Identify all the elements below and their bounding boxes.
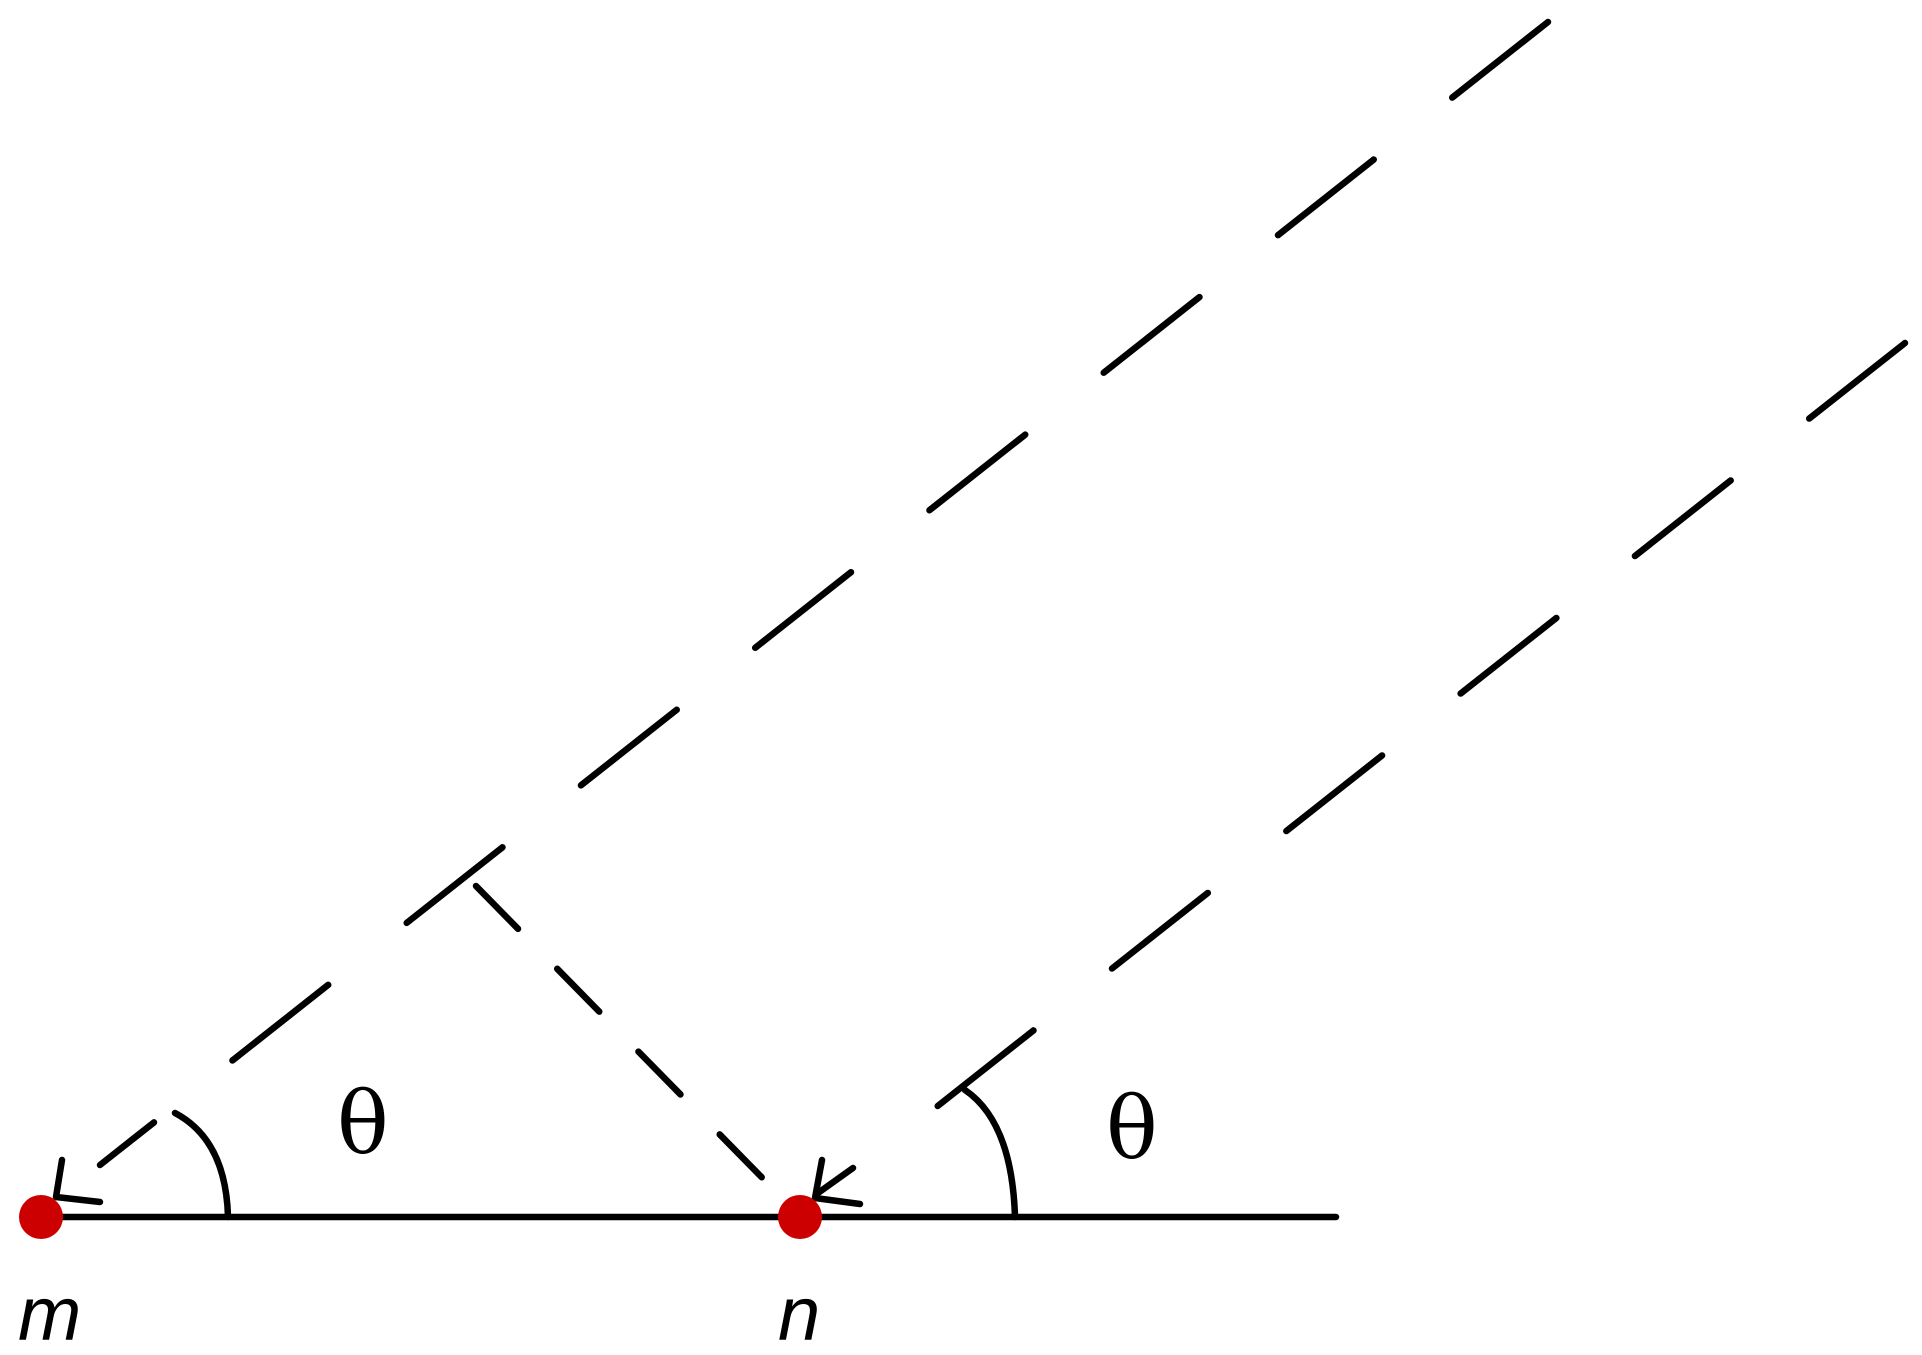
incident-ray-m [96, 18, 1552, 1169]
arrowhead-n [811, 1156, 864, 1208]
angle-label-m: θ [337, 1074, 389, 1174]
angle-arc-n [961, 1086, 1019, 1221]
angle-arc-m [171, 1109, 232, 1221]
point-label-m: m [18, 1272, 81, 1355]
point-n-dot [778, 1195, 822, 1239]
angle-label-n: θ [1106, 1079, 1158, 1179]
incident-ray-n [902, 339, 1909, 1135]
arrowhead-m [52, 1156, 104, 1206]
perpendicular-arrowhead [814, 1164, 857, 1197]
point-m-dot [19, 1195, 63, 1239]
point-label-n: n [778, 1272, 820, 1355]
perpendicular-path-difference [472, 882, 788, 1204]
